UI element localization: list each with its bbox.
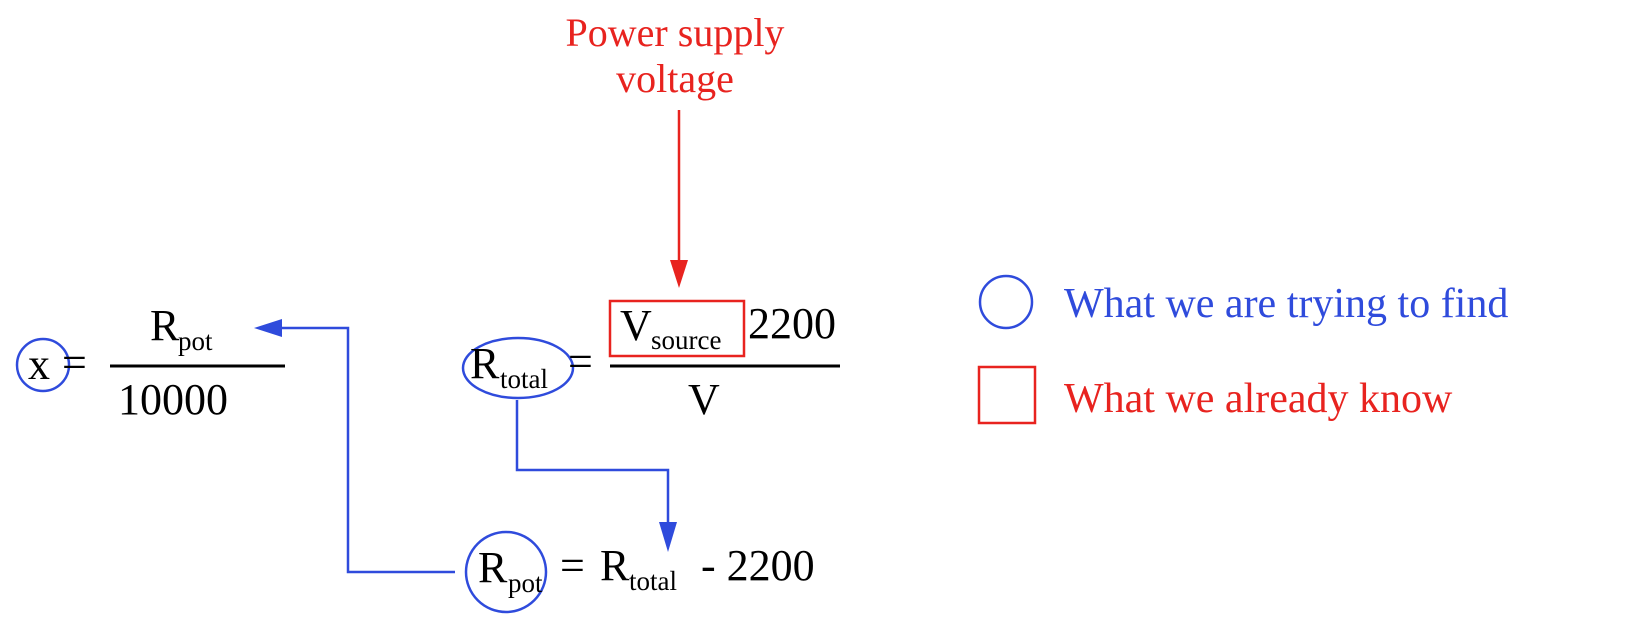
eq2-numerator-factor: 2200 (748, 299, 836, 348)
eq3-rhs-main: R (600, 541, 630, 590)
annotation-arrow-head (670, 260, 688, 288)
eq3-rhs-rest: - 2200 (690, 541, 815, 590)
eq3-rhs-sub: total (629, 566, 677, 596)
eq3-lhs-main: R (478, 543, 508, 592)
unknown-ellipse-rtotal (461, 336, 575, 400)
legend-known-label: What we already know (1064, 376, 1453, 422)
annotation-line-2: voltage (616, 56, 734, 101)
eq3-equals: = (560, 541, 585, 590)
eq2-denominator: V (688, 375, 720, 424)
eq2-equals: = (568, 337, 593, 386)
eq1-numerator-sub: pot (178, 326, 213, 356)
legend-square-icon (977, 365, 1037, 425)
eq2-lhs-sub: total (500, 364, 548, 394)
eq1-equals: = (62, 338, 87, 387)
connector-rtotal-to-rpot (515, 400, 670, 528)
connector-rpot-arrow-head (254, 319, 282, 337)
eq2-numerator-sub: source (651, 325, 721, 355)
equation-rpot: R pot = R total - 2200 (464, 530, 815, 614)
legend-find-label: What we are trying to find (1064, 281, 1508, 327)
eq2-lhs-main: R (470, 339, 500, 388)
unknown-circle-x (15, 337, 71, 393)
equation-rtotal: R total = V source 2200 V (461, 299, 840, 424)
eq1-numerator-main: R (150, 301, 180, 350)
eq1-denominator: 10000 (118, 375, 228, 424)
equation-x: x = R pot 10000 (15, 301, 285, 424)
legend-circle-icon (978, 274, 1034, 330)
known-box-vsource (608, 299, 746, 358)
connector-rpot-to-x (278, 326, 455, 574)
eq3-lhs-sub: pot (508, 568, 543, 598)
annotation-line-1: Power supply (566, 10, 785, 55)
eq2-numerator-main: V (620, 301, 652, 350)
eq1-lhs: x (28, 340, 50, 389)
legend: What we are trying to find What we alrea… (977, 274, 1508, 425)
connector-rtotal-arrow-head (659, 522, 677, 552)
unknown-circle-rpot (464, 530, 548, 614)
